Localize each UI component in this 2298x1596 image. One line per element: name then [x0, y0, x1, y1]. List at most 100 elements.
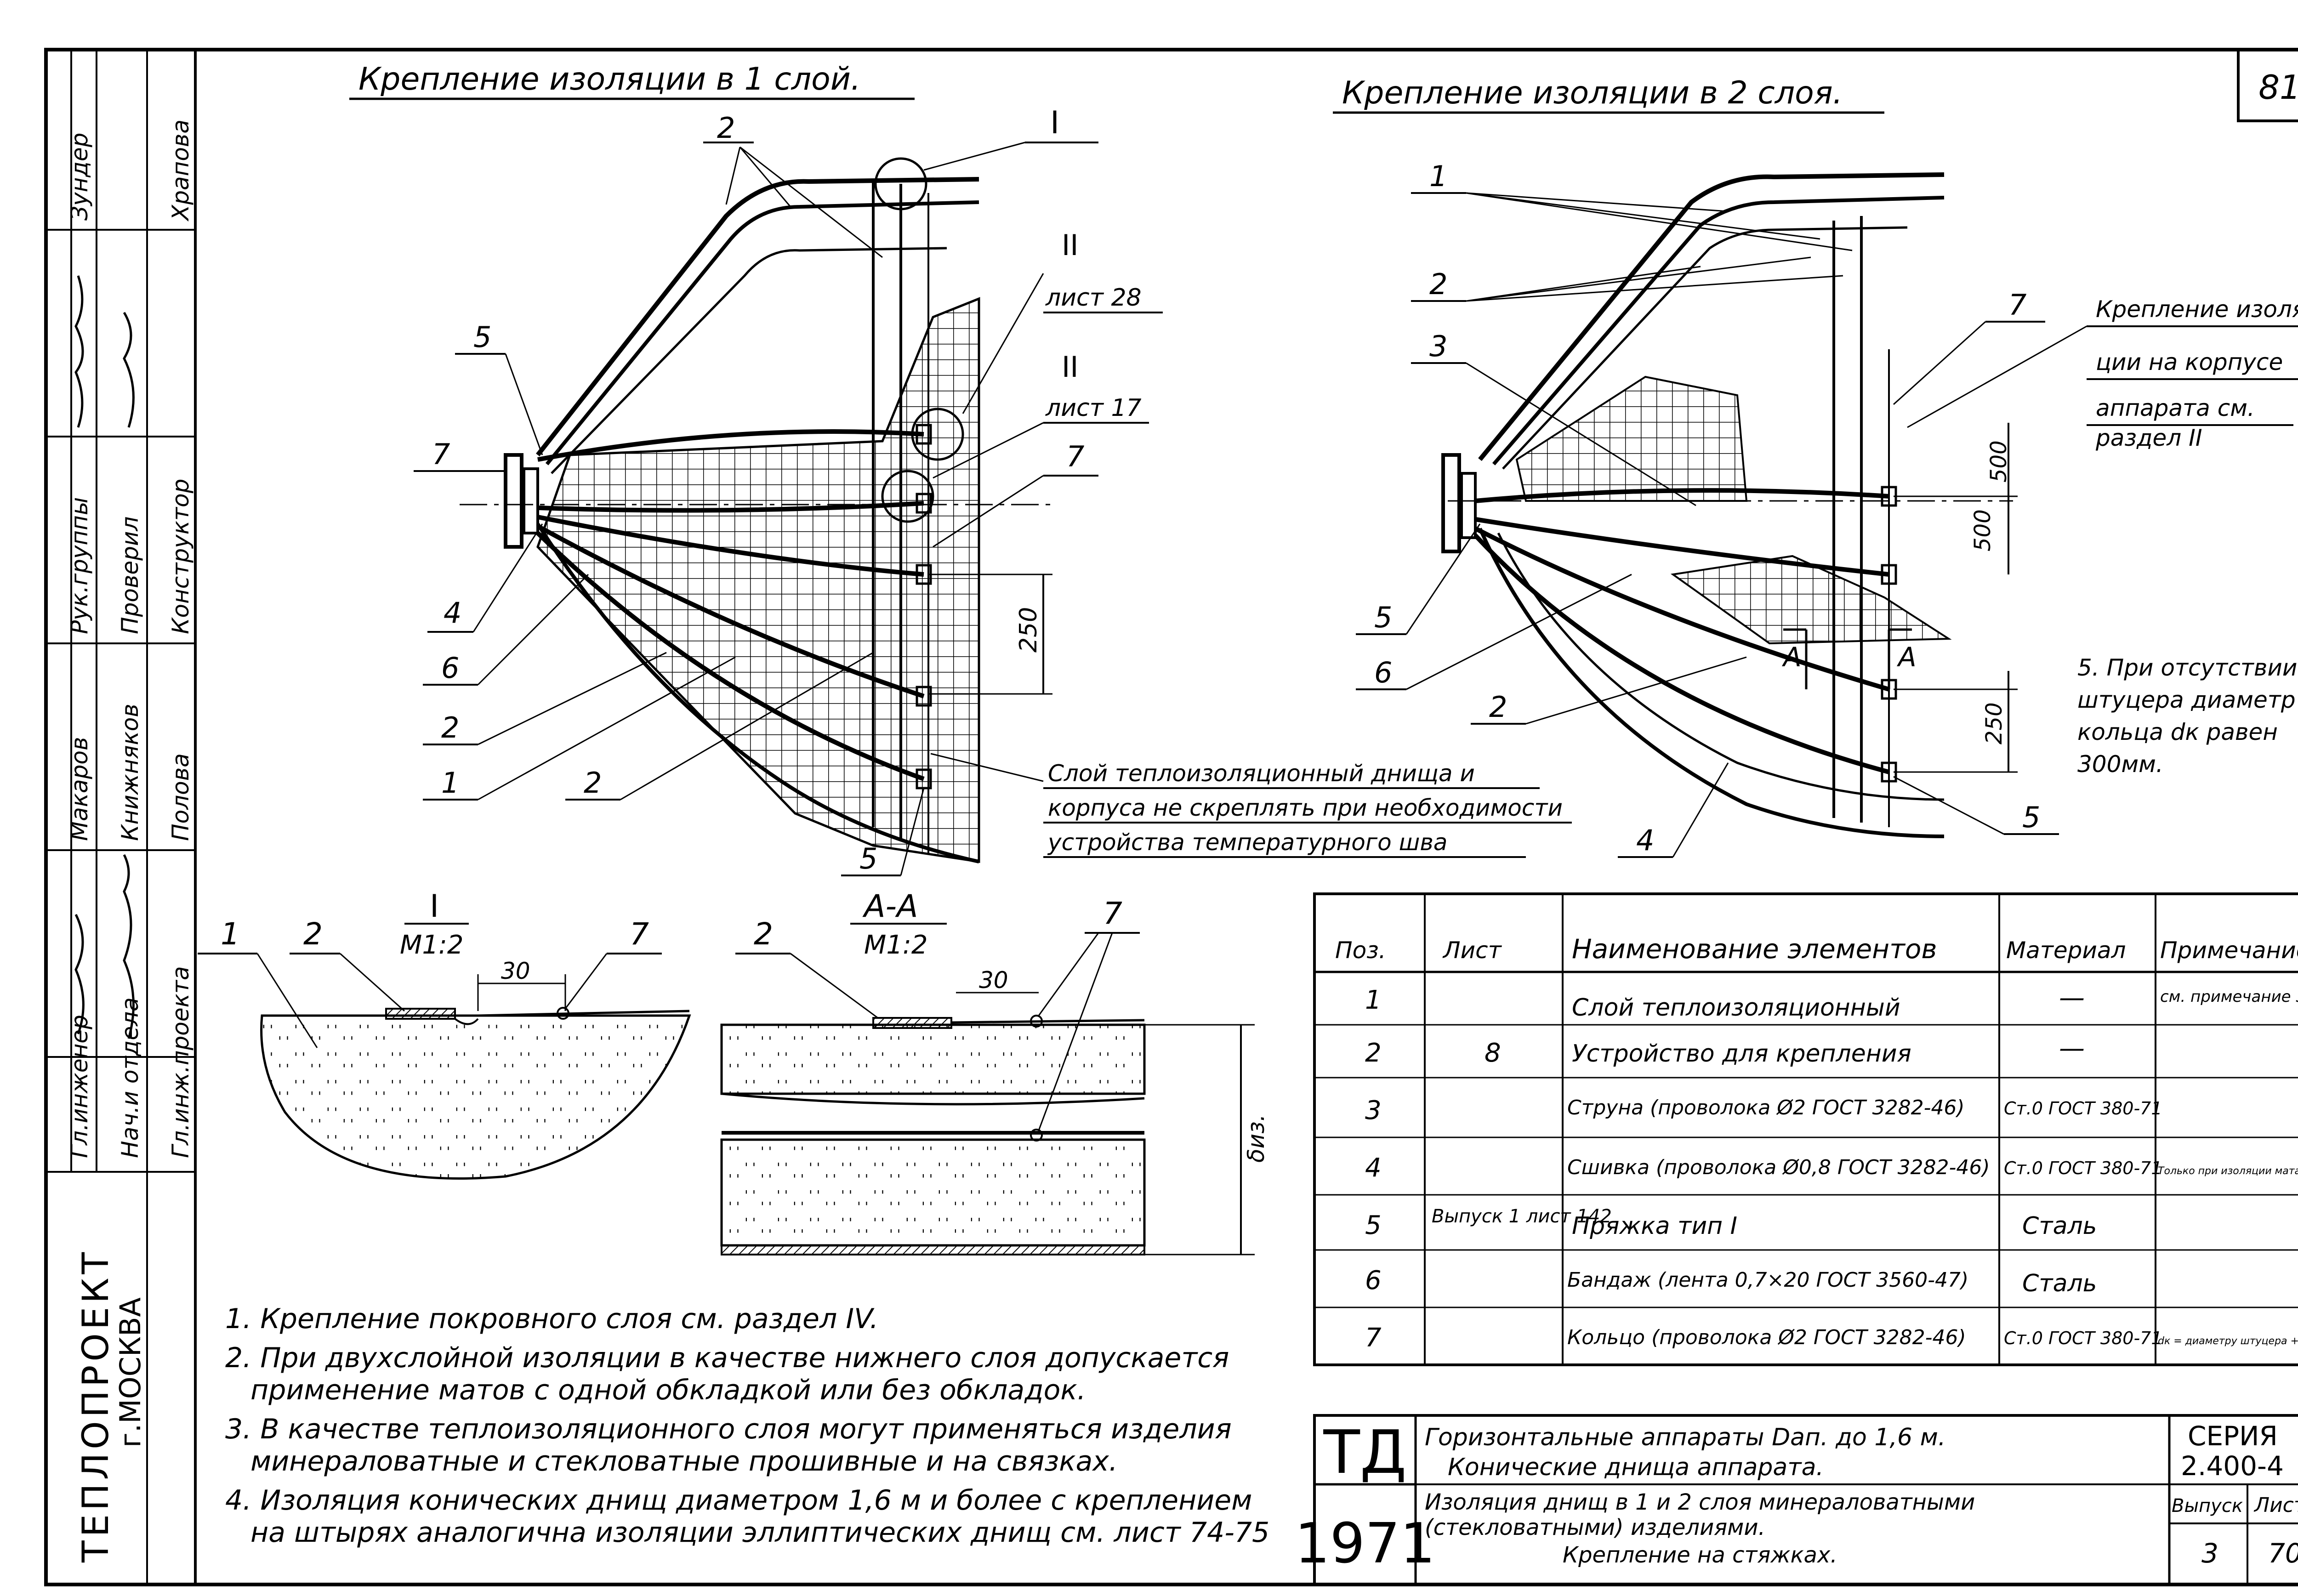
detail-I-label-7: 7: [630, 916, 649, 952]
tb-issue: 3: [2201, 1538, 2218, 1569]
section-AA-title: А-А: [862, 888, 918, 925]
row1-mat: —: [2059, 983, 2085, 1013]
left-callout-6: 6: [441, 651, 459, 685]
right-note5-line-4: 300мм.: [2077, 751, 2163, 778]
left-rod-3: [537, 515, 924, 577]
left-callout-II-a: II: [1062, 228, 1079, 262]
row4-note: Только при изоляции матами в обкладках.: [2158, 1165, 2298, 1177]
spec-table: Поз. Лист Наименование элементов Материа…: [1313, 892, 2298, 1366]
left-callout-7-left: 7: [432, 437, 450, 471]
stamp-name-5: Храпова: [167, 119, 194, 222]
row7-note: dк = диаметру штуцера + 25мм: [2158, 1335, 2298, 1347]
row1-pos: 1: [1365, 985, 1382, 1015]
right-cone-bottom-outer: [1478, 528, 1945, 838]
right-callout-2: 2: [1429, 267, 1447, 301]
right-cone-top-outer: [1478, 172, 1945, 461]
detail-I-label-1: 1: [221, 916, 240, 952]
left-callout-1: 1: [441, 766, 459, 800]
signature-3: [74, 914, 85, 1034]
left-callout-5-bot: 5: [859, 842, 877, 875]
right-dim-250: 250: [1981, 702, 2007, 744]
tb-year: 1971: [1295, 1512, 1435, 1576]
signature-4: [123, 854, 135, 1039]
detail-I-body: [260, 1014, 691, 1180]
stamp-role-6: Конструктор: [167, 479, 194, 634]
section-AA-dim: 30: [979, 967, 1008, 994]
detail-I-scale: М1:2: [400, 930, 463, 960]
tb-sheet-label: Лист: [2253, 1494, 2298, 1517]
left-callout-list28: лист 28: [1045, 284, 1142, 312]
left-cone-top-outer: [536, 177, 979, 457]
note-4b: на штырях аналогична изоляции эллиптичес…: [250, 1516, 1269, 1549]
left-rod-1: [537, 429, 924, 462]
section-AA-bottom-layer: [720, 1138, 1146, 1247]
tb-line1: Горизонтальные аппараты Dап. до 1,6 м.: [1425, 1424, 1945, 1451]
row2-mat: —: [2059, 1034, 2085, 1063]
row6-mat: Сталь: [2022, 1270, 2097, 1297]
row4-name: Сшивка (проволока Ø0,8 ГОСТ 3282-46): [1567, 1156, 1990, 1179]
stamp-role-2: Нач.и отдела: [117, 997, 143, 1158]
right-callout-4: 4: [1636, 824, 1654, 857]
section-AA-plate: [872, 1017, 952, 1029]
signature-1: [74, 275, 84, 428]
right-callout-3: 3: [1429, 329, 1447, 363]
left-callout-list17: лист 17: [1045, 394, 1142, 422]
stamp-role-5: Проверил: [117, 517, 143, 634]
left-callout-2-top: 2: [717, 111, 735, 145]
stamp-role-3: Гл.инж.проекта: [167, 966, 194, 1158]
stamp-role-4: Рук.группы: [66, 497, 93, 634]
detail-I-title: I: [430, 888, 439, 925]
left-stamp: Гл.инженер Нач.и отдела Гл.инж.проекта Р…: [45, 49, 195, 1585]
left-callout-7-right: 7: [1066, 440, 1084, 473]
right-dim-500-bot: 500: [1970, 509, 1996, 551]
left-dim-250: 250: [1015, 607, 1042, 653]
right-cone-bottom-inner: [1497, 532, 1945, 801]
stamp-name-3: Полова: [167, 753, 194, 841]
sheet-frame: [44, 48, 2298, 1586]
th-note: Примечание: [2160, 937, 2298, 964]
right-note5-line-3: кольца dк равен: [2077, 719, 2278, 745]
right-cone-top-mid: [1492, 196, 1945, 466]
left-view-title: Крепление изоляции в 1 слой.: [358, 61, 861, 97]
right-callout-6: 6: [1374, 656, 1392, 689]
signature-2: [123, 312, 135, 428]
tb-sheet: 70: [2268, 1538, 2298, 1569]
th-material: Материал: [2006, 937, 2126, 964]
row3-name: Струна (проволока Ø2 ГОСТ 3282-46): [1567, 1096, 1965, 1119]
detail-I-label-2: 2: [303, 916, 323, 952]
left-cone-top-inner: [551, 247, 947, 474]
left-view: Крепление изоляции в 1 слой.: [349, 61, 1572, 876]
right-dim-500-top: 500: [1986, 440, 2012, 483]
detail-II-circle-a: [911, 408, 964, 461]
note-3: 3. В качестве теплоизоляционного слоя мо…: [225, 1413, 1232, 1445]
row5-sheet: Выпуск 1 лист 142: [1432, 1206, 1612, 1227]
row1-name: Слой теплоизоляционный: [1572, 994, 1900, 1022]
right-view-title: Крепление изоляции в 2 слоя.: [1342, 75, 1843, 111]
left-rod-5: [536, 531, 925, 781]
right-mesh-upper: [1515, 375, 1748, 502]
note-2: 2. При двухслойной изоляции в качестве н…: [225, 1342, 1229, 1374]
right-note-line-1: Крепление изоля-: [2096, 296, 2298, 323]
tb-line4: (стекловатными) изделиями.: [1425, 1515, 1765, 1540]
note-3b: минераловатные и стекловатные прошивные …: [250, 1445, 1118, 1477]
page-number: 81: [2258, 68, 2298, 107]
row3-mat: Ст.0 ГОСТ 380-71: [2004, 1098, 2162, 1119]
note-2b: применение матов с одной обкладкой или б…: [250, 1374, 1086, 1406]
right-nozzle-flange: [1441, 453, 1461, 553]
row4-mat: Ст.0 ГОСТ 380-71: [2004, 1158, 2162, 1178]
left-callout-I: I: [1050, 105, 1059, 141]
stamp-name-2: Книжняков: [117, 704, 143, 841]
right-note5-line-2: штуцера диаметр: [2077, 687, 2296, 713]
right-view: Крепление изоляции в 2 слоя.: [1333, 75, 2298, 858]
right-note-line-3: аппарата см.: [2096, 395, 2255, 421]
right-callout-2-low: 2: [1489, 690, 1507, 724]
note-4: 4. Изоляция конических днищ диаметром 1,…: [225, 1484, 1252, 1516]
left-nozzle-flange: [504, 453, 523, 549]
row6-name: Бандаж (лента 0,7×20 ГОСТ 3560-47): [1567, 1268, 1968, 1292]
th-name: Наименование элементов: [1572, 933, 1937, 965]
tb-line5: Крепление на стяжках.: [1563, 1542, 1837, 1568]
notes: 1. Крепление покровного слоя см. раздел …: [225, 1303, 1269, 1549]
right-rod-1: [1475, 488, 1889, 503]
org-name: ТЕПЛОПРОЕКТ: [75, 1249, 117, 1563]
